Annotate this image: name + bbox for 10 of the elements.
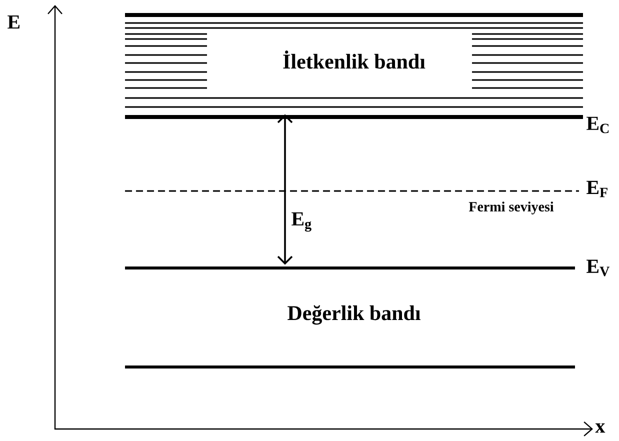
edge-label: E$_{g}$: [290, 211, 314, 233]
axis-label: x: [595, 423, 606, 433]
level-name: Fermi seviyesi: [468, 202, 554, 214]
valence-band: Değerlik bandı: [125, 266, 575, 368]
conduction-band: İletkenlik bandı: [125, 13, 583, 119]
level-label: E$_{C}$: [586, 116, 609, 134]
level-label: E$_{V}$: [586, 260, 610, 276]
axis-label: E: [8, 15, 20, 29]
double-arrow: [277, 114, 293, 265]
level-label: E$_{F}$: [586, 180, 608, 198]
